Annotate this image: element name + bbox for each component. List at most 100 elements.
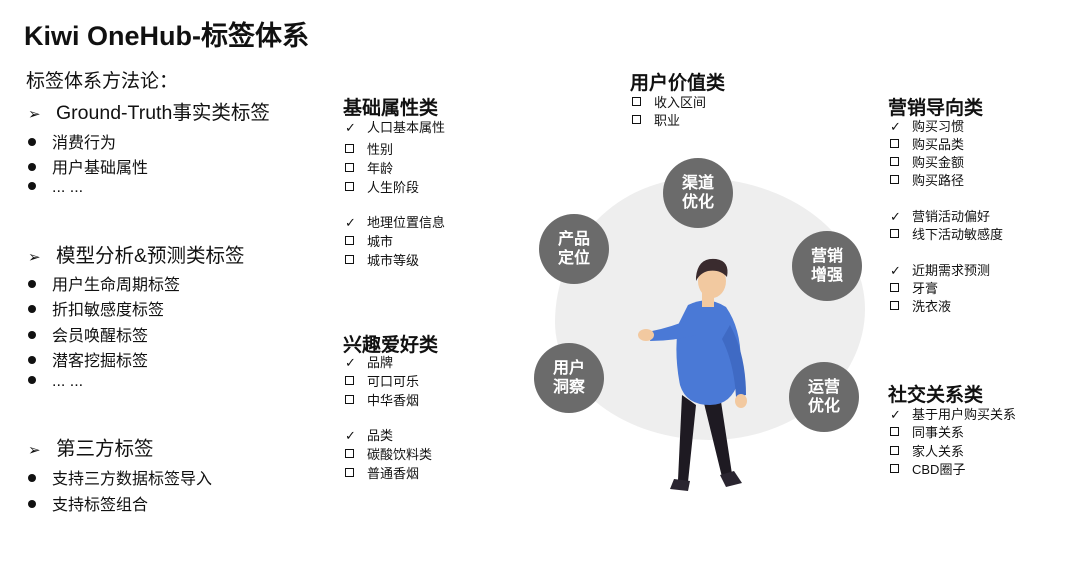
tag-label: 品类 [367, 428, 394, 443]
checkbox-icon [345, 236, 354, 245]
checkbox-icon [345, 376, 354, 385]
checkbox-icon [890, 427, 899, 436]
check-icon: ✓ [890, 119, 901, 134]
bullet-icon [28, 305, 36, 313]
tag-row: 职业 [632, 112, 680, 130]
bullet-icon [28, 376, 36, 384]
list-item: 会员唤醒标签 [28, 322, 148, 346]
tag-row: ✓营销活动偏好 [890, 208, 990, 226]
category-title-social: 社交关系类 [888, 385, 984, 406]
tag-row: ✓ 近期需求预测 [890, 262, 990, 280]
tag-label: 营销活动偏好 [912, 209, 991, 224]
page-title: Kiwi OneHub-标签体系 [24, 21, 309, 51]
tag-row: 性别 [345, 141, 393, 159]
tag-label: 性别 [367, 142, 394, 157]
tag-label: 可口可乐 [367, 374, 420, 389]
tag-row: 洗衣液 [890, 298, 951, 316]
category-title-value: 用户价值类 [630, 73, 726, 94]
tag-row: 人生阶段 [345, 179, 419, 197]
tag-label: 中华香烟 [367, 393, 420, 408]
tag-row: ✓ 地理位置信息 [345, 214, 445, 232]
tag-row: 购买金额 [890, 154, 964, 172]
tag-label: 家人关系 [912, 444, 965, 459]
checkbox-icon [345, 163, 354, 172]
checkbox-icon [890, 175, 899, 184]
bullet-icon [28, 163, 36, 171]
tag-row: 可口可乐 [345, 373, 419, 391]
checkbox-icon [345, 395, 354, 404]
tag-label: 购买金额 [912, 155, 965, 170]
tag-row: ✓品牌 [345, 354, 393, 372]
tag-label: 收入区间 [654, 95, 707, 110]
tag-label: 近期需求预测 [912, 263, 991, 278]
tag-row: 收入区间 [632, 94, 706, 112]
tag-label: 购买路径 [912, 173, 965, 188]
section-ground-truth: ➢Ground-Truth事实类标签 [28, 96, 270, 125]
arrow-bullet-icon: ➢ [28, 442, 41, 459]
list-item: 潜客挖掘标签 [28, 347, 148, 371]
tag-label: 人口基本属性 [367, 120, 446, 135]
tag-row: ✓基于用户购买关系 [890, 406, 1016, 424]
bullet-icon [28, 182, 36, 190]
list-item-text: 潜客挖掘标签 [52, 353, 149, 370]
tag-label: 洗衣液 [912, 299, 952, 314]
tag-row: 购买路径 [890, 172, 964, 190]
methodology-heading: 标签体系方法论： [26, 71, 179, 92]
tag-row: 线下活动敏感度 [890, 226, 1003, 244]
tag-row: ✓ 购买习惯 [890, 118, 964, 136]
tag-label: 地理位置信息 [367, 215, 446, 230]
tag-label: 同事关系 [912, 425, 965, 440]
tag-row: 年龄 [345, 160, 393, 178]
tag-row: 同事关系 [890, 424, 964, 442]
category-title-marketing: 营销导向类 [888, 98, 984, 119]
bullet-icon [28, 474, 36, 482]
list-item: 用户生命周期标签 [28, 271, 180, 295]
section-third-party: ➢第三方标签 [28, 432, 154, 461]
list-item: 支持标签组合 [28, 491, 148, 515]
checkbox-icon [890, 464, 899, 473]
bullet-icon [28, 500, 36, 508]
checkbox-icon [632, 97, 641, 106]
checkbox-icon [890, 157, 899, 166]
checkbox-icon [345, 255, 354, 264]
person-illustration [638, 258, 747, 491]
tag-label: 人生阶段 [367, 180, 420, 195]
tag-label: 年龄 [367, 161, 394, 176]
list-item-text: 用户基础属性 [52, 160, 149, 177]
tag-label: 职业 [654, 113, 681, 128]
tag-row: 家人关系 [890, 443, 964, 461]
checkbox-icon [890, 446, 899, 455]
list-item-text: 会员唤醒标签 [52, 328, 149, 345]
checkbox-icon [890, 139, 899, 148]
checkbox-icon [632, 115, 641, 124]
category-title-basic: 基础属性类 [343, 98, 439, 119]
bullet-icon [28, 138, 36, 146]
bullet-icon [28, 280, 36, 288]
check-icon: ✓ [890, 263, 901, 278]
tag-label: 碳酸饮料类 [367, 447, 433, 462]
circle-channel-optimize: 渠道优化 [663, 158, 733, 228]
list-item-text: 折扣敏感度标签 [52, 302, 165, 319]
checkbox-icon [345, 144, 354, 153]
tag-row: 碳酸饮料类 [345, 446, 432, 464]
checkbox-icon [345, 468, 354, 477]
circle-user-insight: 用户洞察 [534, 343, 604, 413]
tag-label: 品牌 [367, 355, 394, 370]
tag-label: 牙膏 [912, 281, 939, 296]
tag-row: 购买品类 [890, 136, 964, 154]
tag-label: 购买习惯 [912, 119, 965, 134]
tag-label: 城市等级 [367, 253, 420, 268]
checkbox-icon [345, 449, 354, 458]
tag-label: CBD圈子 [912, 462, 966, 477]
circle-marketing-enhance: 营销增强 [792, 231, 862, 301]
tag-row: ✓人口基本属性 [345, 119, 445, 137]
arrow-bullet-icon: ➢ [28, 249, 41, 266]
list-item-text: 用户生命周期标签 [52, 277, 181, 294]
check-icon: ✓ [345, 428, 356, 443]
check-icon: ✓ [345, 215, 356, 230]
tag-label: 购买品类 [912, 137, 965, 152]
tag-label: 线下活动敏感度 [912, 227, 1004, 242]
tag-row: ✓ 品类 [345, 427, 393, 445]
checkbox-icon [890, 229, 899, 238]
tag-label: 基于用户购买关系 [912, 407, 1017, 422]
